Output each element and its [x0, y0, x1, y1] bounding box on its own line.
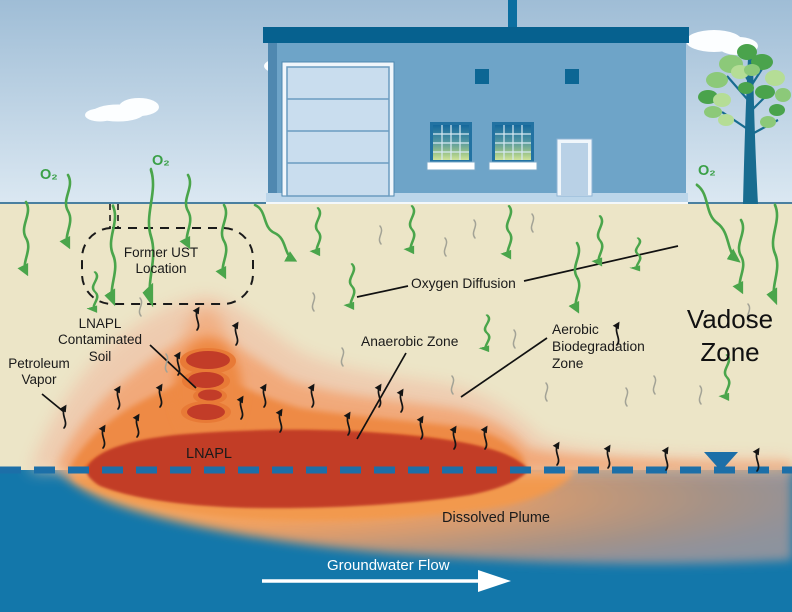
vadose-zone-label: Vadose Zone — [686, 304, 774, 367]
lnapl-soil-leader — [149, 344, 197, 389]
dissolved-plume-label: Dissolved Plume — [442, 510, 550, 526]
groundwater-flow-arrow-icon — [262, 570, 511, 592]
aerobic-biodegradation-zone-label: Aerobic Biodegradation Zone — [552, 322, 645, 371]
soil-gas-squiggle — [450, 375, 455, 395]
vapor-arrow — [155, 383, 163, 408]
groundwater-flow-label: Groundwater Flow — [327, 557, 450, 574]
oxygen-arrow — [478, 314, 491, 353]
building-foundation — [266, 193, 688, 204]
soil-gas-squiggle — [698, 385, 703, 405]
soil-gas-squiggle — [311, 292, 316, 312]
soil-gas-squiggle — [340, 347, 345, 367]
lnapl-soil-blobs — [180, 348, 236, 423]
soil-gas-squiggle — [378, 225, 383, 245]
oxygen-arrow — [591, 215, 604, 267]
oxygen-arrow — [732, 218, 745, 295]
soil-gas-squiggle — [652, 375, 657, 395]
vapor-arrow — [192, 306, 200, 331]
oxygen-arrow — [500, 205, 513, 260]
petroleum-vapor-label: Petroleum Vapor — [8, 356, 70, 388]
oxygen-arrow — [629, 237, 642, 272]
building — [263, 0, 689, 204]
window-left — [426, 122, 476, 171]
soil-gas-squiggle — [530, 213, 535, 233]
vapor-arrow — [236, 395, 244, 420]
garage-door-panel-lines — [287, 98, 389, 164]
tree-foliage — [698, 44, 791, 128]
lnapl-contaminated-soil-label: LNAPL Contaminated Soil — [57, 316, 143, 364]
vapor-arrow — [307, 383, 315, 408]
vapor-arrow — [275, 408, 283, 433]
soil-gas-squiggles — [138, 213, 751, 407]
oxygen-arrow — [142, 167, 155, 308]
oxygen-arrow — [17, 200, 30, 277]
anaerobic-zone-leader — [356, 352, 407, 440]
vapor-arrow — [449, 425, 457, 450]
soil-gas-squiggle — [164, 353, 169, 373]
oxygen-diffusion-leader-left — [356, 285, 409, 298]
soil-gas-squiggle — [443, 237, 448, 257]
oxygen-arrow — [179, 173, 192, 250]
oxygen-label-left: O₂ — [40, 167, 58, 183]
wall-vent-left — [475, 69, 489, 84]
building-vent-pipe — [508, 0, 517, 27]
oxygen-arrows — [17, 167, 779, 402]
aerobic-zone-leader — [460, 337, 548, 398]
vapor-arrow — [612, 321, 620, 346]
oxygen-diffusion-label: Oxygen Diffusion — [411, 276, 516, 291]
vapor-arrow — [132, 413, 140, 438]
former-ust-outline — [81, 227, 254, 305]
oxygen-arrow — [309, 207, 322, 257]
window-right — [488, 122, 538, 171]
oxygen-label-center: O₂ — [152, 153, 170, 169]
vapor-arrow — [661, 446, 669, 471]
vapor-arrow — [259, 383, 267, 408]
vapor-arrow — [603, 444, 611, 469]
vapor-arrow — [396, 388, 404, 413]
vapor-arrow — [98, 424, 106, 449]
anaerobic-zone-label: Anaerobic Zone — [361, 334, 459, 349]
tree — [698, 44, 791, 204]
oxygen-arrow — [253, 203, 298, 262]
vapor-arrow — [113, 385, 121, 410]
water-table-marker-icon — [704, 452, 738, 471]
ust-fill-pipe-outline — [109, 204, 119, 228]
vapor-arrow — [552, 441, 560, 466]
vapor-arrow — [343, 411, 351, 436]
vapor-arrow — [480, 425, 488, 450]
tree-trunk — [743, 58, 758, 204]
building-corner-shade — [268, 43, 277, 193]
oxygen-arrow — [766, 203, 779, 306]
oxygen-label-right: O₂ — [698, 163, 716, 179]
lnapl-label: LNAPL — [186, 446, 232, 462]
oxygen-arrow — [568, 241, 581, 314]
building-door — [556, 138, 593, 197]
vapor-arrow — [374, 383, 382, 408]
vapor-arrow — [231, 321, 239, 346]
oxygen-arrow — [343, 263, 356, 311]
soil-gas-squiggle — [624, 387, 629, 407]
soil-gas-squiggle — [512, 329, 517, 349]
soil-gas-squiggle — [746, 303, 751, 323]
oxygen-arrow — [104, 204, 117, 307]
oxygen-arrow — [59, 173, 72, 250]
building-roof-band — [263, 27, 689, 43]
cloud-1 — [85, 98, 159, 122]
former-ust-label: Former UST Location — [123, 245, 199, 277]
oxygen-arrow — [695, 183, 741, 263]
soil-gas-squiggle — [544, 382, 549, 402]
wall-vent-right — [565, 69, 579, 84]
vapor-arrow — [416, 415, 424, 440]
vapor-arrow — [59, 404, 67, 429]
vapor-arrows — [59, 306, 760, 472]
oxygen-arrow — [215, 203, 228, 280]
soil-gas-squiggle — [472, 219, 477, 239]
vapor-arrow — [752, 447, 760, 472]
oxygen-arrow — [403, 205, 416, 255]
soil-gas-squiggle — [138, 297, 143, 317]
vapor-arrow — [173, 351, 181, 376]
oxygen-arrow — [86, 271, 99, 313]
oxygen-arrow — [718, 354, 731, 402]
